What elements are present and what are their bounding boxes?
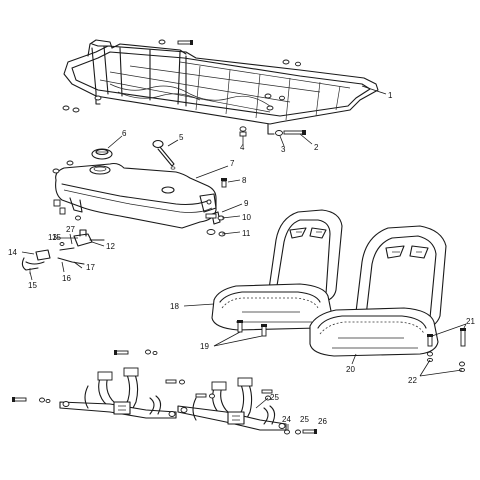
callout-15-top: 15 bbox=[52, 233, 61, 242]
callout-labels: 1 2 3 4 5 6 7 8 9 10 11 12 13 14 15 15 1… bbox=[8, 91, 475, 426]
callout-11: 11 bbox=[242, 229, 251, 238]
callout-21: 21 bbox=[466, 317, 475, 326]
fuel-valve-assembly bbox=[21, 199, 105, 274]
callout-24: 24 bbox=[282, 415, 291, 424]
fuel-tank bbox=[52, 160, 217, 229]
fuel-gauge bbox=[152, 139, 176, 170]
seat-left bbox=[211, 209, 343, 331]
callout-8: 8 bbox=[242, 176, 247, 185]
callout-20: 20 bbox=[346, 365, 355, 374]
callout-22: 22 bbox=[408, 376, 417, 385]
callout-13: 13 bbox=[48, 233, 57, 242]
callout-12: 12 bbox=[106, 242, 115, 251]
callout-3: 3 bbox=[281, 145, 286, 154]
fuel-cap bbox=[91, 148, 113, 160]
leader-lines bbox=[21, 85, 467, 430]
callout-7: 7 bbox=[230, 159, 235, 168]
callout-5: 5 bbox=[179, 133, 184, 142]
callout-15-bottom: 15 bbox=[28, 281, 37, 290]
callout-18: 18 bbox=[170, 302, 179, 311]
seat-bolts-left bbox=[237, 320, 267, 337]
rack-hardware bbox=[239, 126, 306, 137]
cargo-rack bbox=[62, 39, 379, 135]
callout-26: 26 bbox=[318, 417, 327, 426]
callout-6: 6 bbox=[122, 129, 127, 138]
seat-belt-left bbox=[12, 349, 185, 419]
callout-1: 1 bbox=[388, 91, 393, 100]
seat-right bbox=[309, 225, 447, 357]
callout-19: 19 bbox=[200, 342, 209, 351]
callout-4: 4 bbox=[240, 143, 245, 152]
callout-14: 14 bbox=[8, 248, 17, 257]
callout-17: 17 bbox=[86, 263, 95, 272]
callout-25-lower: 25 bbox=[300, 415, 309, 424]
callout-25-upper: 25 bbox=[270, 393, 279, 402]
callout-9: 9 bbox=[244, 199, 249, 208]
callout-10: 10 bbox=[242, 213, 251, 222]
seat-belt-right bbox=[177, 377, 287, 431]
tank-hardware bbox=[205, 178, 227, 237]
belt-hardware bbox=[284, 429, 317, 435]
callout-16: 16 bbox=[62, 274, 71, 283]
callout-2: 2 bbox=[314, 143, 319, 152]
callout-27: 27 bbox=[66, 225, 75, 234]
